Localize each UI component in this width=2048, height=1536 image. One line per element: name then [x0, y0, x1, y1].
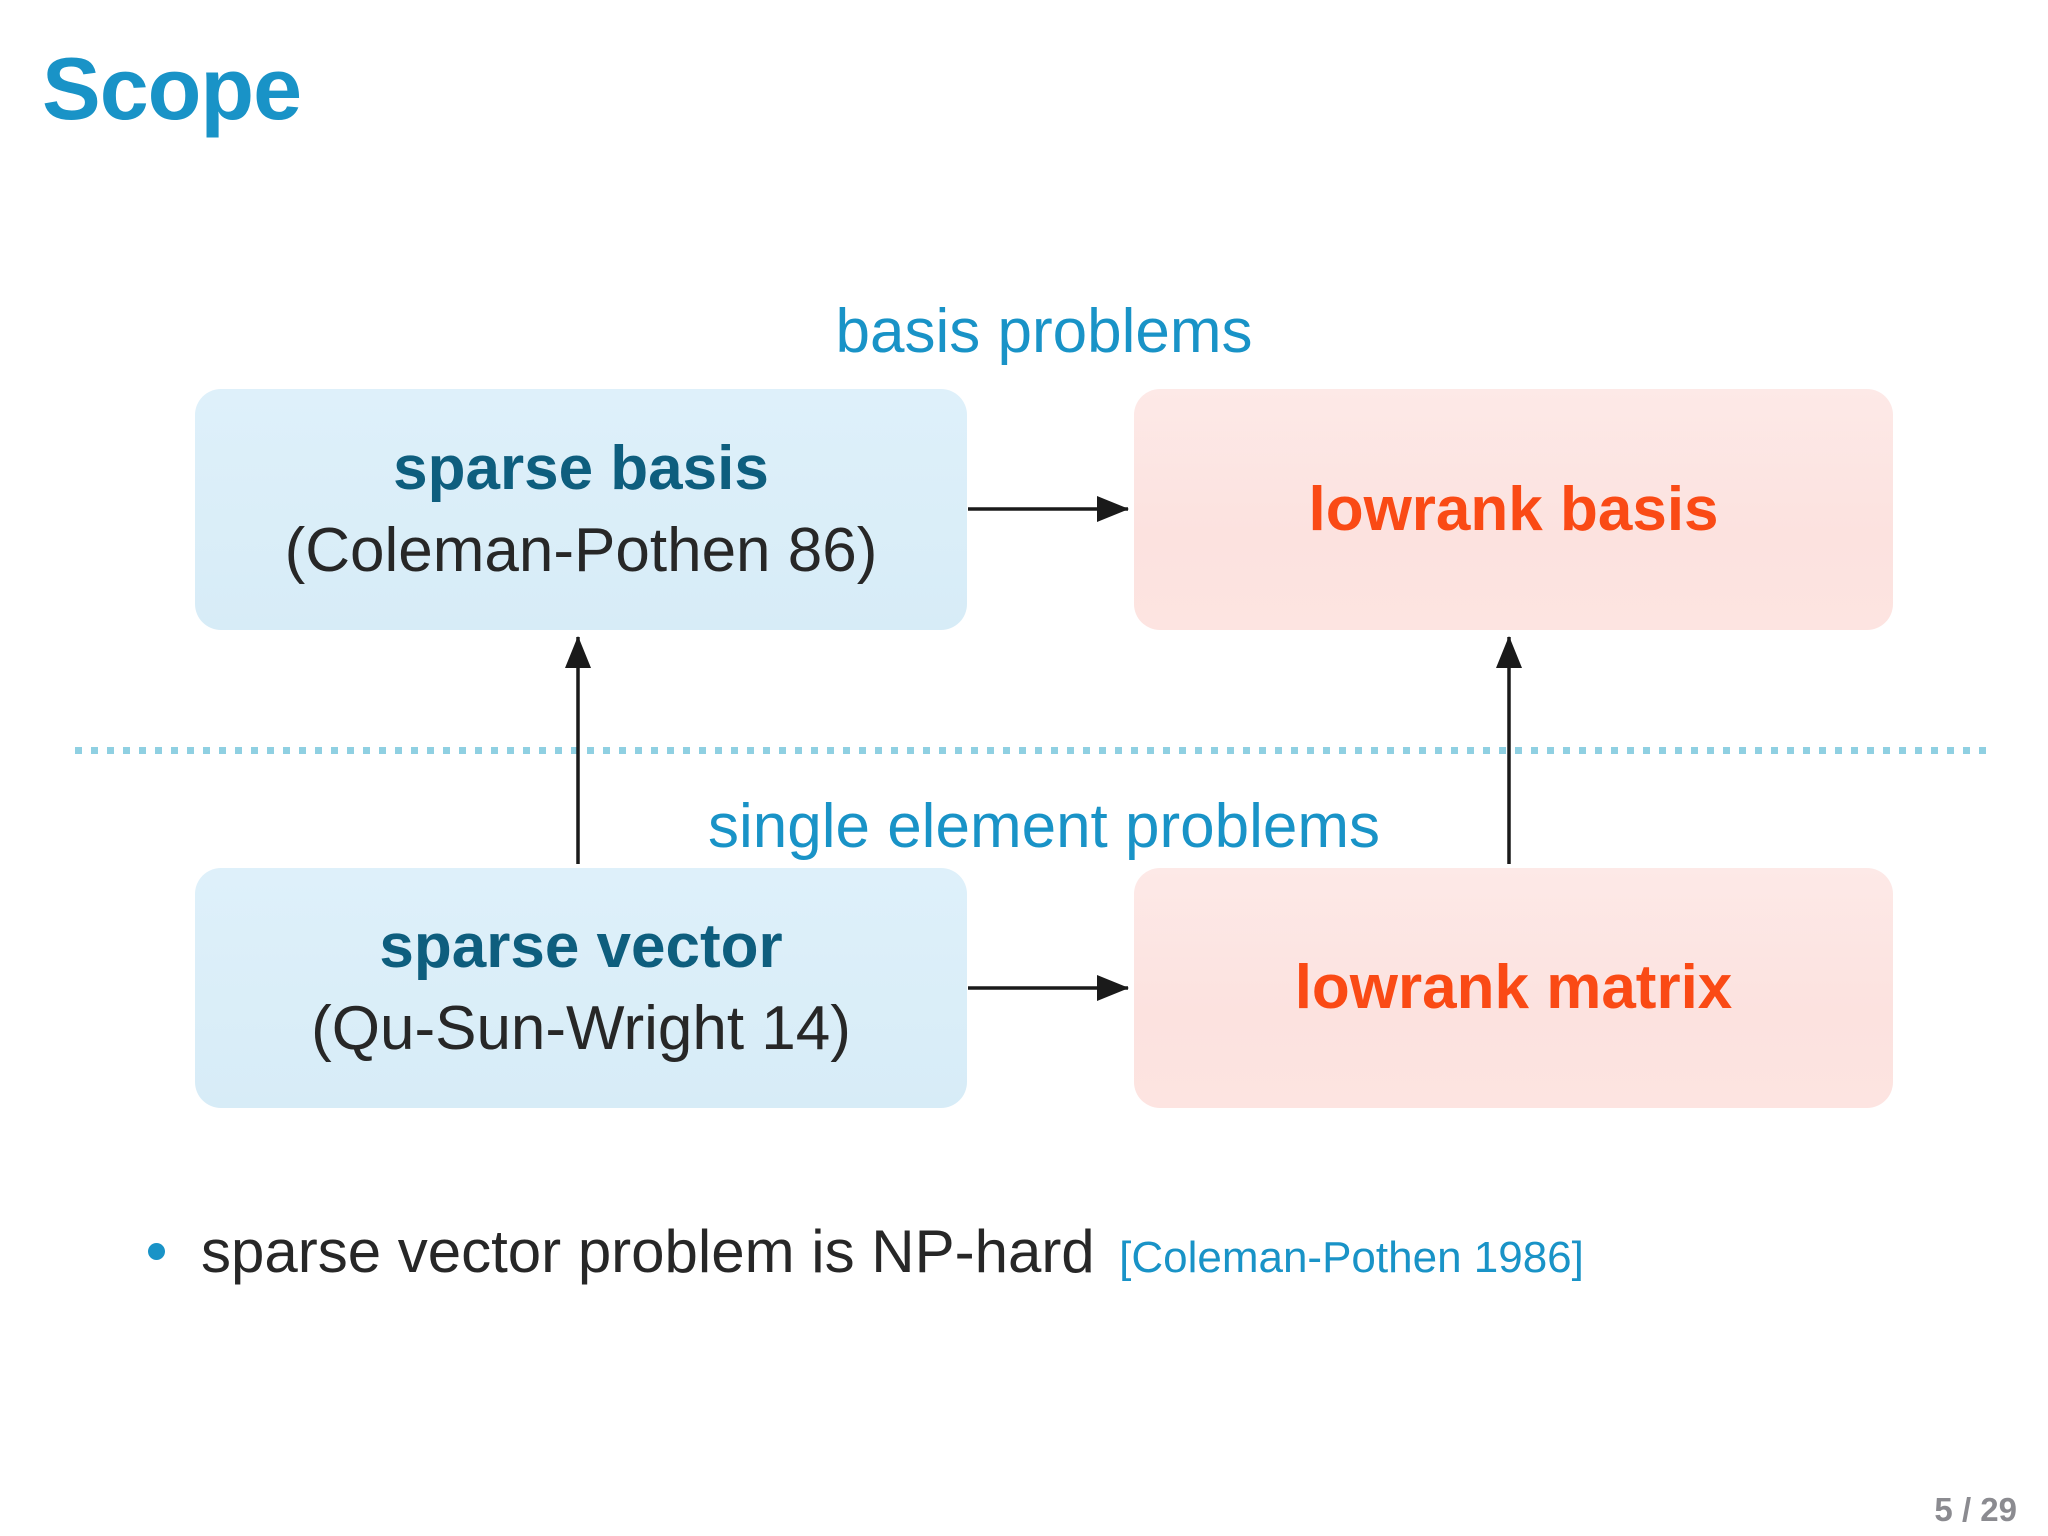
bullet-citation: [Coleman-Pothen 1986] — [1119, 1233, 1584, 1282]
box-lowrank-basis: lowrank basis — [1134, 389, 1893, 630]
box-lowrank-matrix-title: lowrank matrix — [1294, 953, 1733, 1022]
bullet-item: sparse vector problem is NP-hard [Colema… — [148, 1208, 1948, 1296]
box-sparse-vector: sparse vector (Qu-Sun-Wright 14) — [195, 868, 967, 1108]
box-sparse-basis-subtitle: (Coleman-Pothen 86) — [284, 515, 878, 585]
box-lowrank-basis-title: lowrank basis — [1308, 474, 1719, 544]
box-sparse-basis-title: sparse basis — [393, 433, 769, 503]
bullet-marker-icon — [148, 1243, 165, 1260]
dotted-divider — [75, 747, 1990, 754]
slide-title: Scope — [42, 39, 302, 138]
box-lowrank-matrix: lowrank matrix — [1134, 868, 1893, 1108]
box-sparse-vector-subtitle: (Qu-Sun-Wright 14) — [311, 994, 851, 1063]
box-sparse-vector-title: sparse vector — [379, 912, 783, 981]
page-number: 5 / 29 — [1934, 1491, 2017, 1528]
zone-label-single-element-problems: single element problems — [707, 792, 1380, 861]
zone-label-basis-problems: basis problems — [835, 297, 1253, 366]
box-sparse-basis: sparse basis (Coleman-Pothen 86) — [195, 389, 967, 630]
bullet-text: sparse vector problem is NP-hard — [201, 1218, 1095, 1285]
